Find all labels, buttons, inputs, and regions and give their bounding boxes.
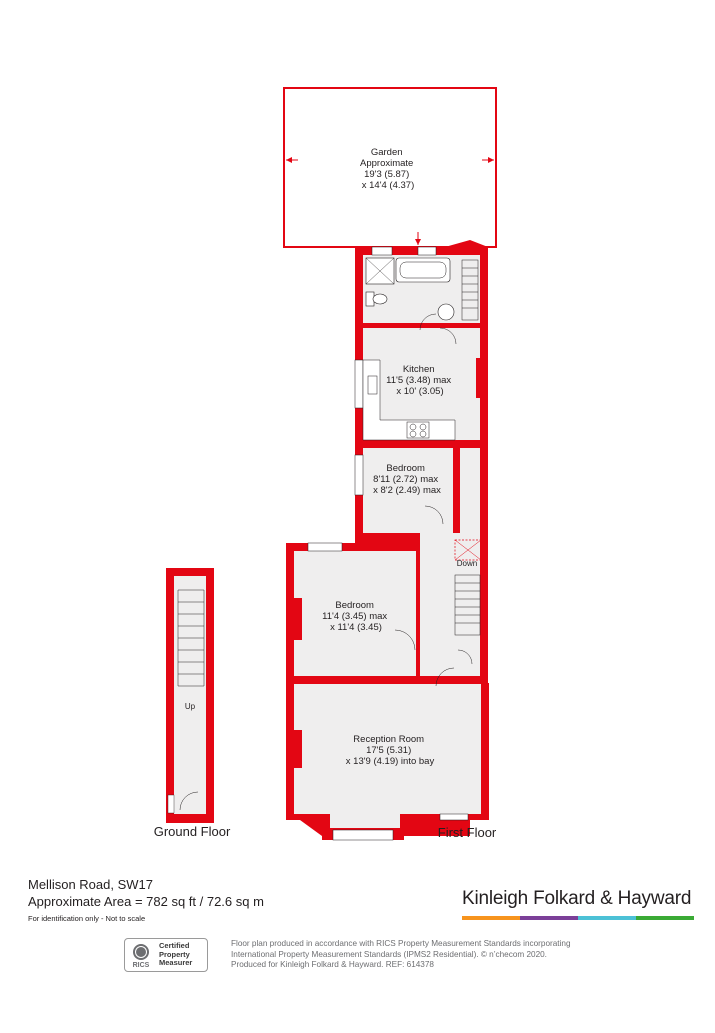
rear-stairs (461, 259, 479, 321)
property-area: Approximate Area = 782 sq ft / 72.6 sq m (28, 894, 264, 909)
ground-stairs (177, 589, 205, 687)
bath-icon (395, 257, 451, 283)
brand-color-bar (462, 916, 694, 920)
bedroom-large-label: Bedroom 11'4 (3.45) max x 11'4 (3.45) (322, 600, 390, 633)
kitchen-label: Kitchen 11'5 (3.48) max x 10' (3.05) (386, 364, 454, 397)
brand-bar-purple (520, 916, 578, 920)
property-info: Mellison Road, SW17 Approximate Area = 7… (28, 876, 264, 923)
dimension-arrow-left-icon (286, 157, 298, 163)
rics-certification-text: Certified Property Measurer (159, 941, 193, 968)
brand-bar-orange (462, 916, 520, 920)
garden-label: Garden Approximate 19'3 (5.87) x 14'4 (4… (360, 147, 416, 191)
garden-area (283, 87, 497, 248)
dimension-arrow-right-icon (482, 157, 494, 163)
brand-bar-cyan (578, 916, 636, 920)
agency-name: Kinleigh Folkard & Hayward (462, 888, 692, 909)
ground-floor-label: Ground Floor (154, 824, 231, 839)
first-floor-label: First Floor (438, 825, 497, 840)
svg-text:RICS: RICS (133, 962, 150, 969)
toilet-icon (365, 291, 388, 307)
rics-seal-icon: RICS (133, 944, 150, 969)
agency-brand: Kinleigh Folkard & Hayward (462, 888, 694, 920)
stairs-up-label: Up (185, 702, 196, 711)
main-stairs (454, 574, 481, 636)
brand-bar-green (636, 916, 694, 920)
property-address: Mellison Road, SW17 (28, 877, 153, 892)
dimension-arrow-down-icon (415, 232, 421, 245)
skylight-icon (454, 539, 482, 561)
reception-label: Reception Room 17'5 (5.31) x 13'9 (4.19)… (346, 734, 435, 767)
door-swings (394, 313, 473, 687)
basin-icon (437, 303, 455, 321)
rics-badge: RICS Certified Property Measurer (124, 938, 208, 972)
disclaimer: For identification only - Not to scale (28, 914, 146, 923)
kitchen-counter (362, 359, 456, 441)
floor-plan: Garden Approximate 19'3 (5.87) x 14'4 (4… (154, 87, 497, 841)
first-floor-plan (286, 240, 489, 841)
hob-icon (406, 421, 430, 439)
stairs-down-label: Down (457, 559, 477, 568)
measurement-footnote: Floor plan produced in accordance with R… (231, 939, 571, 969)
ground-floor-plan (166, 568, 214, 823)
shower-icon (365, 257, 395, 285)
bedroom-small-label: Bedroom 8'11 (2.72) max x 8'2 (2.49) max (373, 463, 441, 496)
